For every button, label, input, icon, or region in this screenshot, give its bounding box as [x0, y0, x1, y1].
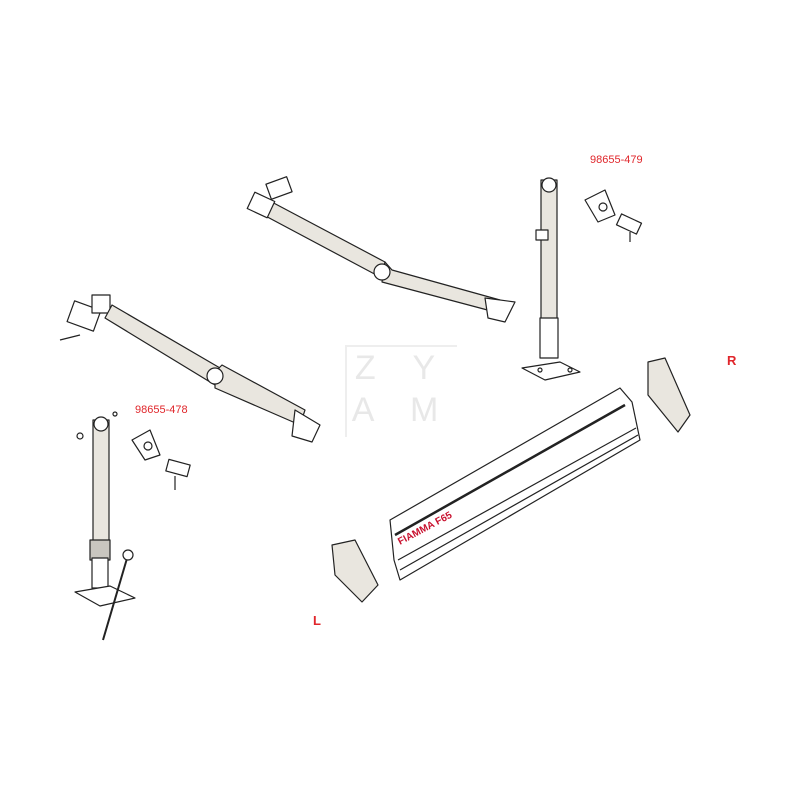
- left-support-leg: [74, 411, 136, 641]
- watermark-line-2: A M: [351, 391, 453, 429]
- part-number-98655-479: 98655-479: [590, 154, 643, 166]
- right-support-leg: [521, 177, 581, 381]
- bracket-98655-478: [131, 429, 191, 490]
- bracket-98655-479: [584, 189, 643, 242]
- end-cap-left: [331, 539, 379, 603]
- lower-awning-arm: [59, 294, 321, 443]
- end-cap-right: [647, 357, 691, 433]
- side-label-left: L: [313, 613, 321, 628]
- watermark: Z Y A M: [345, 345, 457, 437]
- upper-awning-arm: [246, 176, 516, 323]
- watermark-line-1: Z Y: [354, 349, 450, 387]
- part-number-98655-478: 98655-478: [135, 404, 188, 416]
- side-label-right: R: [727, 353, 737, 368]
- front-profile: [389, 387, 641, 581]
